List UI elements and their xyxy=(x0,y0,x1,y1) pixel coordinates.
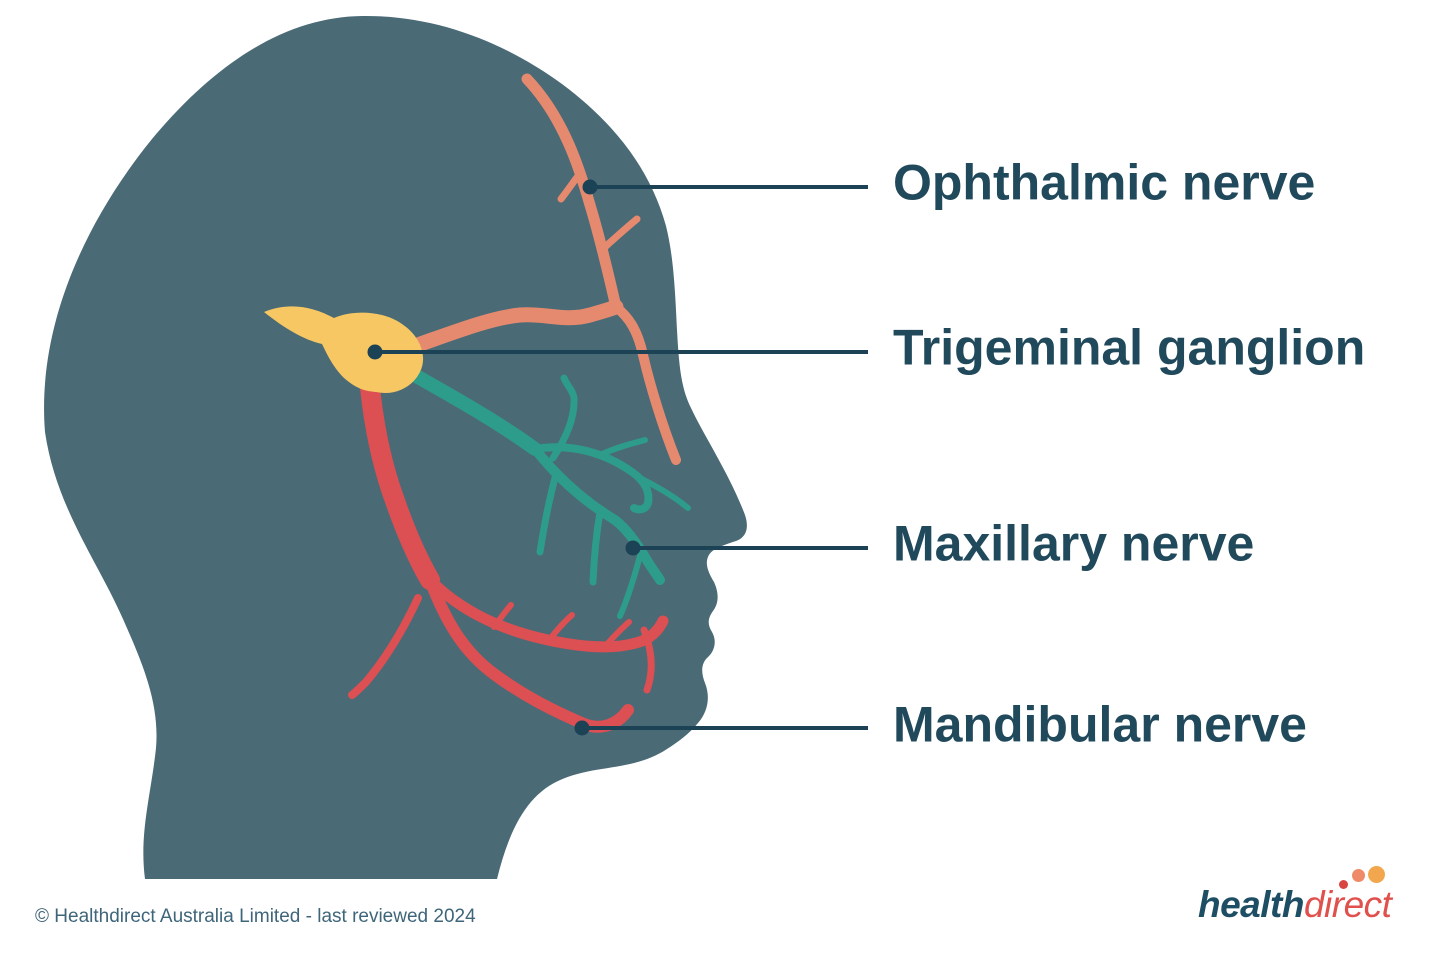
label-ophthalmic-nerve: Ophthalmic nerve xyxy=(893,154,1316,211)
trigeminal-ganglion-shape xyxy=(264,306,424,394)
callout-dot-maxillary xyxy=(625,540,641,556)
logo-dot-large xyxy=(1368,866,1385,883)
mandibular-trunk xyxy=(360,378,440,590)
mandibular-thorn-3 xyxy=(601,619,632,651)
label-mandibular-nerve: Mandibular nerve xyxy=(893,696,1307,753)
mandibular-upper-jaw-branch xyxy=(424,574,669,653)
maxillary-end-twig xyxy=(617,553,643,619)
ophthalmic-descending-branch xyxy=(611,302,681,465)
callout-lines xyxy=(375,185,868,730)
maxillary-twig-right xyxy=(637,475,691,511)
maxillary-nerve-branches xyxy=(395,361,691,619)
maxillary-main-descent xyxy=(530,444,665,585)
maxillary-curl-branch xyxy=(549,374,578,462)
maxillary-down-twig-1 xyxy=(536,470,560,556)
callout-dot-mandibular xyxy=(574,720,590,736)
head-silhouette xyxy=(44,15,747,879)
logo-text: healthdirect xyxy=(1198,884,1392,926)
mandibular-thorn-1 xyxy=(491,602,514,630)
copyright-text: © Healthdirect Australia Limited - last … xyxy=(35,906,476,927)
ophthalmic-twig-right xyxy=(601,215,641,251)
maxillary-trunk xyxy=(395,361,542,456)
ophthalmic-forehead-branch xyxy=(521,73,622,313)
ophthalmic-twig-left xyxy=(557,168,585,203)
ophthalmic-nerve-branches xyxy=(404,73,681,465)
label-trigeminal-ganglion: Trigeminal ganglion xyxy=(893,319,1366,376)
healthdirect-logo: healthdirect xyxy=(1198,862,1416,930)
logo-dot-mid xyxy=(1352,869,1365,882)
mandibular-thorn-2 xyxy=(547,612,575,642)
mandibular-chin-arc xyxy=(640,626,655,694)
callout-dot-ophthalmic xyxy=(582,179,598,195)
maxillary-twig-up xyxy=(597,437,648,458)
callout-dots xyxy=(367,179,641,736)
callout-dot-trigeminal xyxy=(367,344,383,360)
ophthalmic-trunk xyxy=(404,299,624,355)
mandibular-left-spur xyxy=(348,594,422,699)
logo-dot-small xyxy=(1339,880,1348,889)
maxillary-down-twig-2 xyxy=(589,508,604,586)
logo-direct-text: direct xyxy=(1303,884,1392,925)
logo-health-text: health xyxy=(1198,884,1304,925)
label-maxillary-nerve: Maxillary nerve xyxy=(893,515,1255,572)
